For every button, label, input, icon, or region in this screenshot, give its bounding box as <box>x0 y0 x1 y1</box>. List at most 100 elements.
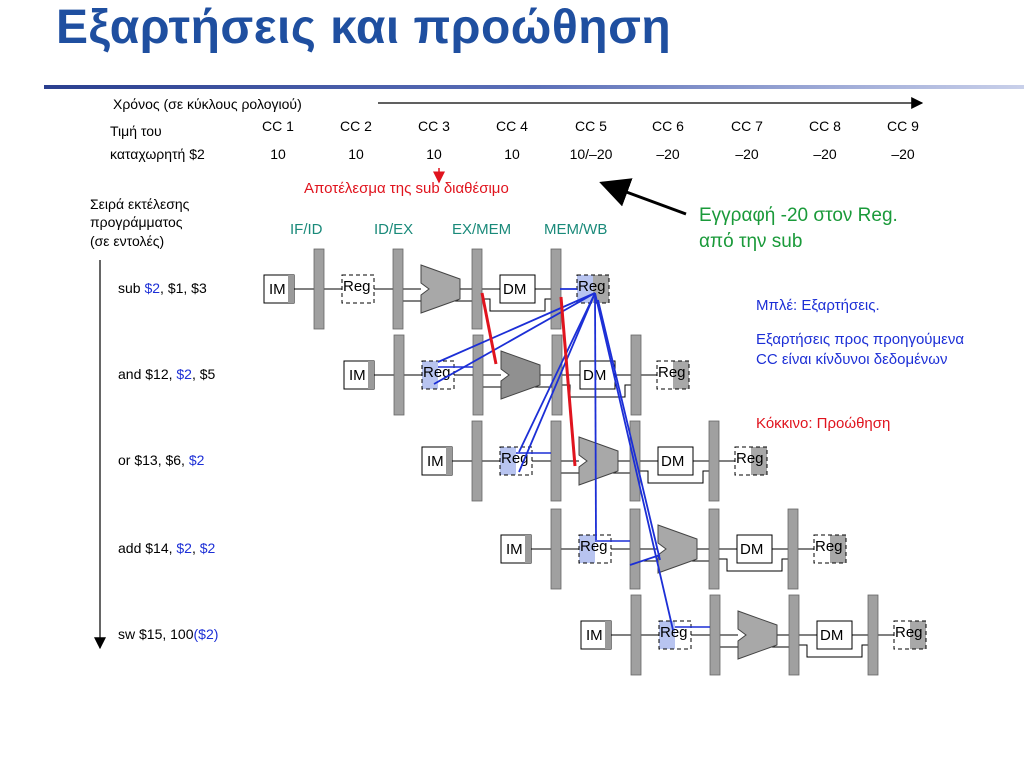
instruction-1-part-1: sub <box>118 280 145 296</box>
write-back-note: Εγγραφή -20 στον Reg. από την sub <box>699 203 898 255</box>
im-label: IM <box>586 627 603 644</box>
pipe-reg-id-ex <box>550 420 562 502</box>
reg-write-half <box>735 447 751 475</box>
instruction-3-part-2: $2 <box>188 452 205 468</box>
instruction-3-part-1: or $13, $6, <box>118 452 189 468</box>
pipe-reg-mem-wb <box>708 420 720 502</box>
cc-label-8: CC 8 <box>809 118 841 134</box>
write-back-pointer-arrow <box>599 178 687 216</box>
im-label: IM <box>349 367 366 384</box>
time-axis-label: Χρόνος (σε κύκλους ρολογιού) <box>113 96 302 112</box>
alu-shape <box>578 436 619 486</box>
pipe-reg-if-id <box>313 248 325 330</box>
cc-label-3: CC 3 <box>418 118 450 134</box>
reg-read-half <box>659 621 675 649</box>
program-order-line3: (σε εντολές) <box>90 233 165 249</box>
reg-read-outline <box>658 620 692 650</box>
alu-shape <box>500 350 541 400</box>
pipe-label-id-ex: ID/EX <box>374 221 414 238</box>
pipe-reg-if-id <box>393 334 405 416</box>
im-label: IM <box>269 281 286 298</box>
im-label: IM <box>427 453 444 470</box>
register-value-cc7: –20 <box>735 146 759 162</box>
cc-label-4: CC 4 <box>496 118 528 134</box>
pipe-reg-mem-wb <box>787 508 799 590</box>
title-underline <box>44 85 1024 89</box>
wire-bypass-dm <box>640 470 709 484</box>
dm-box <box>579 360 616 390</box>
reg-write-half <box>894 621 910 649</box>
reg-read-label: Reg <box>423 364 451 381</box>
alu-shape <box>657 524 698 574</box>
register-value-cc1: 10 <box>270 146 286 162</box>
pipe-label-ex-mem: EX/MEM <box>452 221 512 238</box>
instruction-2-part-1: and $12, <box>118 366 177 382</box>
instruction-5-part-1: sw $15, 100 <box>118 626 194 642</box>
reg-write-label: Reg <box>815 538 843 555</box>
forwarding-line-2 <box>559 296 577 467</box>
dependency-line-5 <box>594 292 597 541</box>
dependency-line-6 <box>594 292 674 631</box>
reg-read-label: Reg <box>660 624 688 641</box>
reg-write-label: Reg <box>736 450 764 467</box>
forwarding-line-1 <box>480 292 498 365</box>
reg-write-shade <box>593 275 609 303</box>
reg-write-half <box>814 535 830 563</box>
instruction-2-part-2: $2 <box>176 366 192 382</box>
dm-label: DM <box>820 627 843 644</box>
reg-write-shade <box>910 621 926 649</box>
dependency-line-2 <box>433 292 596 385</box>
cc-label-7: CC 7 <box>731 118 763 134</box>
wire-bypass-dm <box>799 644 868 658</box>
instruction-2: and $12, $2, $5 <box>118 366 215 382</box>
instruction-4-part-1: add $14, <box>118 540 177 556</box>
dm-label: DM <box>661 453 684 470</box>
reg-read-outline <box>341 274 375 304</box>
pipe-reg-if-id <box>471 420 483 502</box>
reg-write-shade <box>830 535 846 563</box>
program-order-line1: Σειρά εκτέλεσης <box>90 196 190 212</box>
reg-write-label: Reg <box>658 364 686 381</box>
pipe-reg-ex-mem <box>788 594 800 676</box>
dependency-line-8 <box>629 554 661 566</box>
instruction-2-part-3: , $5 <box>191 366 216 382</box>
alu-shape <box>737 610 778 660</box>
reg-write-outline <box>656 360 690 390</box>
cc-label-2: CC 2 <box>340 118 372 134</box>
cc-label-1: CC 1 <box>262 118 294 134</box>
dependency-line-1 <box>437 292 596 363</box>
pipe-reg-ex-mem <box>629 420 641 502</box>
legend-red: Κόκκινο: Προώθηση <box>756 415 891 432</box>
instruction-4-part-3: , <box>191 540 200 556</box>
register-value-cc5: 10/–20 <box>569 146 613 162</box>
reg-read-outline <box>578 534 612 564</box>
pipe-reg-id-ex <box>629 508 641 590</box>
reg-read-half <box>579 535 595 563</box>
slide-title: Εξαρτήσεις και προώθηση <box>56 1 672 54</box>
legend-hazard: Εξαρτήσεις προς προηγούμενα CC είναι κίν… <box>756 331 964 368</box>
pipe-reg-id-ex <box>709 594 721 676</box>
pipe-label-mem-wb: MEM/WB <box>544 221 608 238</box>
im-box-shade <box>525 535 531 563</box>
im-box-shade <box>446 447 452 475</box>
instruction-1: sub $2, $1, $3 <box>118 280 207 296</box>
im-label: IM <box>506 541 523 558</box>
reg-read-label: Reg <box>580 538 608 555</box>
write-back-note-line2: από την sub <box>699 231 803 252</box>
reg-write-shade <box>673 361 689 389</box>
dependency-line-7 <box>597 299 661 561</box>
pipe-label-if-id: IF/ID <box>290 221 323 238</box>
instruction-3: or $13, $6, $2 <box>118 452 204 468</box>
dependency-line-4 <box>518 292 596 473</box>
pipe-reg-if-id <box>550 508 562 590</box>
dm-label: DM <box>503 281 526 298</box>
reg-read-outline <box>499 446 533 476</box>
program-order-line2: προγράμματος <box>90 214 183 230</box>
dm-box <box>657 446 694 476</box>
dm-box <box>736 534 773 564</box>
instruction-1-part-2: $2 <box>144 280 161 296</box>
